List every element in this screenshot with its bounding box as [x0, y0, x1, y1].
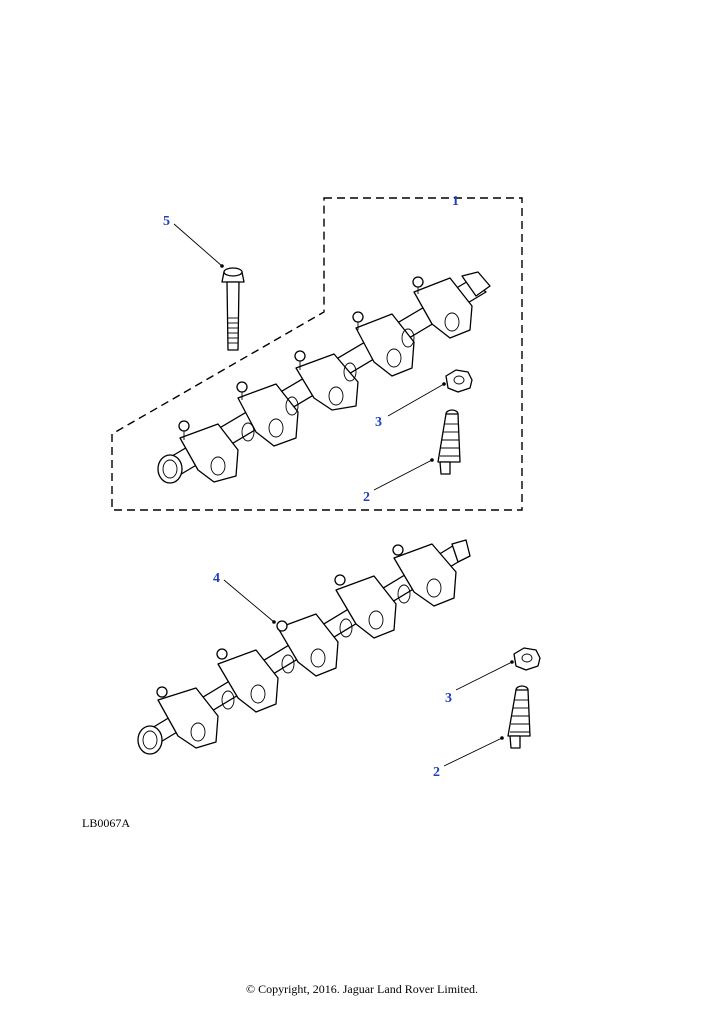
rocker-arm	[178, 420, 239, 483]
rocker-arm	[412, 276, 473, 339]
bolt	[221, 267, 245, 351]
rocker-arm	[276, 613, 339, 677]
rocker-arm	[294, 350, 359, 411]
rocker-arm	[334, 574, 397, 639]
copyright-notice: © Copyright, 2016. Jaguar Land Rover Lim…	[245, 982, 479, 996]
rocker-shaft-upper	[157, 271, 491, 484]
rocker-arm	[236, 381, 299, 447]
callout-1: 1	[452, 194, 459, 209]
kit-boundary	[111, 197, 523, 511]
rocker-arm	[392, 543, 457, 607]
callout-3-upper: 3	[375, 415, 382, 430]
rocker-arm	[216, 648, 279, 713]
illustration-reference: LB0067A	[82, 816, 130, 830]
stud-lower	[507, 685, 531, 749]
rocker-arm	[352, 311, 415, 377]
stud-upper	[437, 409, 461, 475]
callout-2-upper: 2	[363, 490, 370, 505]
callout-5: 5	[163, 214, 170, 229]
callout-3-lower: 3	[445, 691, 452, 706]
nut-upper	[445, 369, 473, 393]
rocker-arm	[156, 686, 219, 749]
rocker-shaft-lower	[137, 539, 471, 755]
callout-2-lower: 2	[433, 765, 440, 780]
callout-4: 4	[213, 571, 220, 586]
nut-lower	[513, 647, 541, 671]
